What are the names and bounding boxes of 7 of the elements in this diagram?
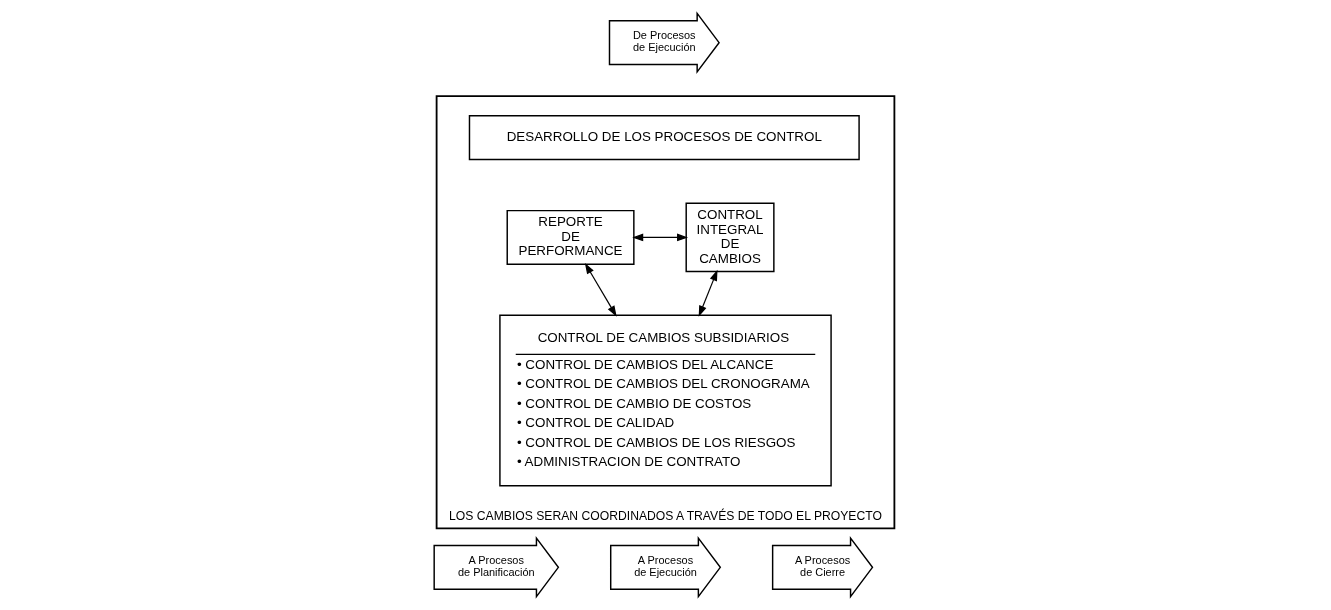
arrow bbox=[632, 233, 688, 242]
arrow bbox=[698, 269, 718, 317]
node-box: REPORTE DE PERFORMANCE bbox=[506, 209, 635, 265]
node-box: DESARROLLO DE LOS PROCESOS DE CONTROL bbox=[468, 114, 860, 161]
arrow bbox=[584, 262, 617, 317]
node-box: CONTROL INTEGRAL DE CAMBIOS bbox=[685, 202, 775, 273]
node-box: CONTROL DE CAMBIOS SUBSIDIARIOS • CONTROL DE CAMBIOS DEL ALCANCE • CONTROL DE CAMBIOS DEL CRONOGRAMA • CONTROL DE CAMBIO DE COSTOS • CONTROL DE CALIDAD • CONTROL DE CAMBIOS DE LOS RIESGOS • ADMINISTRACION DE CONTRATO bbox=[499, 314, 832, 487]
